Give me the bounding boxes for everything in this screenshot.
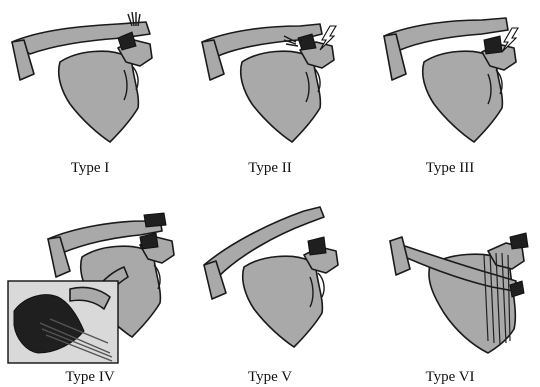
panel-type-3: Type III (360, 0, 540, 193)
panel-label-type-5: Type V (180, 369, 360, 386)
panel-type-2: Type II (180, 0, 360, 193)
panel-type-6: Type VI (360, 193, 540, 386)
panel-type-1: Type I (0, 0, 180, 193)
panel-type-4: Type IV (0, 193, 180, 386)
panel-label-type-2: Type II (180, 160, 360, 177)
panel-type-5: Type V (180, 193, 360, 386)
shoulder-illustration-type-5 (180, 193, 360, 386)
panel-label-type-1: Type I (0, 160, 180, 177)
shoulder-illustration-type-4 (0, 193, 180, 386)
panel-label-type-6: Type VI (360, 369, 540, 386)
panel-label-type-4: Type IV (0, 369, 180, 386)
panel-label-type-3: Type III (360, 160, 540, 177)
shoulder-illustration-type-6 (360, 193, 540, 386)
